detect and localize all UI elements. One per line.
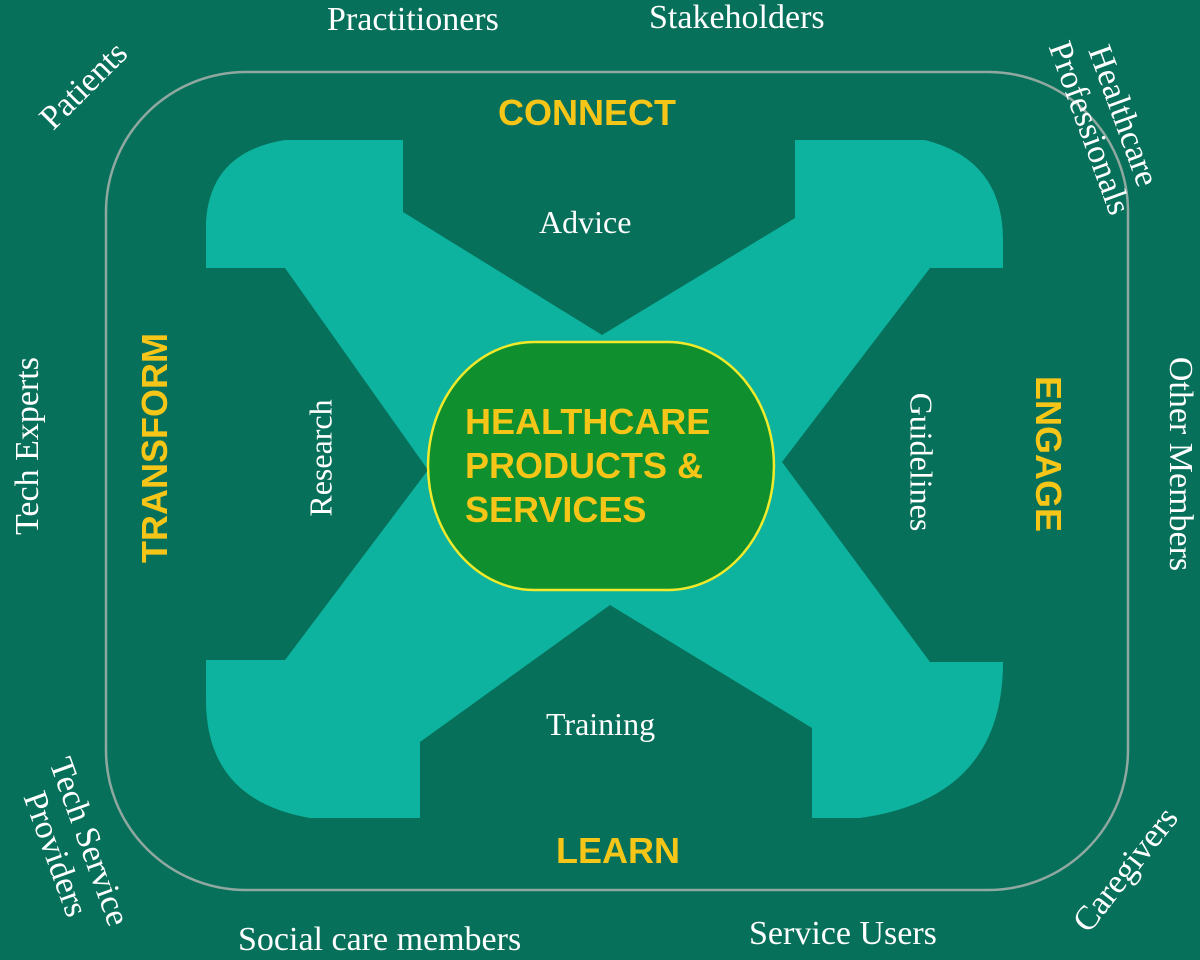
theme-transform: TRANSFORM [134, 333, 175, 563]
theme-learn: LEARN [556, 830, 680, 871]
stakeholder-social-care-members: Social care members [238, 921, 522, 958]
theme-connect: CONNECT [498, 92, 676, 133]
theme-engage: ENGAGE [1028, 375, 1069, 533]
stakeholder-stakeholders: Stakeholders [649, 0, 825, 36]
stakeholder-practitioners: Practitioners [327, 1, 499, 38]
stakeholder-service-users: Service Users [749, 915, 937, 952]
core-line-2: PRODUCTS & [465, 445, 704, 486]
core-label: HEALTHCARE PRODUCTS & SERVICES [428, 342, 774, 590]
outer-rounded-frame [104, 70, 1130, 892]
activity-training: Training [546, 706, 656, 742]
core-line-1: HEALTHCARE [465, 401, 711, 442]
stakeholder-other-members: Other Members [1161, 356, 1199, 572]
activity-research: Research [302, 399, 339, 517]
activity-guidelines: Guidelines [903, 392, 940, 532]
stakeholder-tech-experts: Tech Experts [9, 357, 47, 535]
activity-advice: Advice [539, 204, 632, 240]
core-ellipse [426, 340, 776, 592]
core-line-3: SERVICES [465, 489, 647, 530]
